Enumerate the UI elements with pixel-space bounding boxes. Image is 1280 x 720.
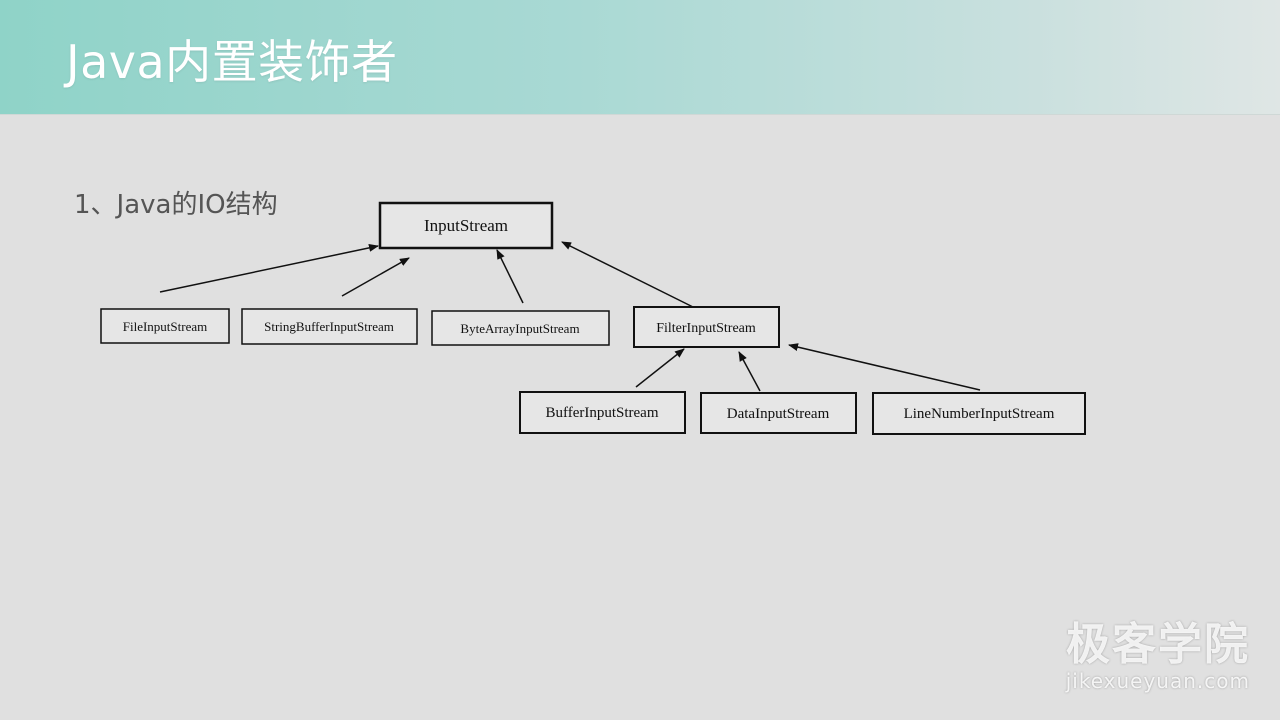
edge-bufferinputstream-to-filterinputstream [635,348,685,388]
node-bufferinputstream: BufferInputStream [519,391,686,434]
node-label: DataInputStream [727,406,830,422]
edge-linenumberinputstream-to-filterinputstream [788,343,981,391]
node-filterinputstream: FilterInputStream [633,306,780,348]
node-stringbufferinputstream: StringBufferInputStream [241,308,418,345]
edge-bytearrayinputstream-to-inputstream [496,249,524,304]
jikexueyuan-watermark: 极客学院 jikexueyuan.com [1065,619,1250,693]
node-label: InputStream [424,216,508,235]
node-inputstream: InputStream [378,201,554,250]
edge-datainputstream-to-filterinputstream [738,351,761,392]
node-bytearrayinputstream: ByteArrayInputStream [431,310,610,346]
watermark-logo-text: 极客学院 [1066,619,1250,670]
node-fileinputstream: FileInputStream [100,308,230,344]
node-label: BufferInputStream [545,405,658,421]
slide-title: Java内置装饰者 [66,35,398,89]
node-label: LineNumberInputStream [904,406,1055,422]
edge-fileinputstream-to-inputstream [159,243,379,293]
node-label: StringBufferInputStream [264,319,394,334]
slide-subtitle: 1、Java的IO结构 [74,190,278,220]
node-label: FileInputStream [123,319,208,334]
node-label: FilterInputStream [656,321,756,336]
edge-stringbufferinputstream-to-inputstream [341,257,410,297]
node-linenumberinputstream: LineNumberInputStream [872,392,1086,435]
node-datainputstream: DataInputStream [700,392,857,434]
watermark-url: jikexueyuan.com [1065,669,1250,693]
title-bar: Java内置装饰者 [0,0,1280,115]
edge-filterinputstream-to-inputstream [561,241,694,308]
node-label: ByteArrayInputStream [460,321,579,336]
